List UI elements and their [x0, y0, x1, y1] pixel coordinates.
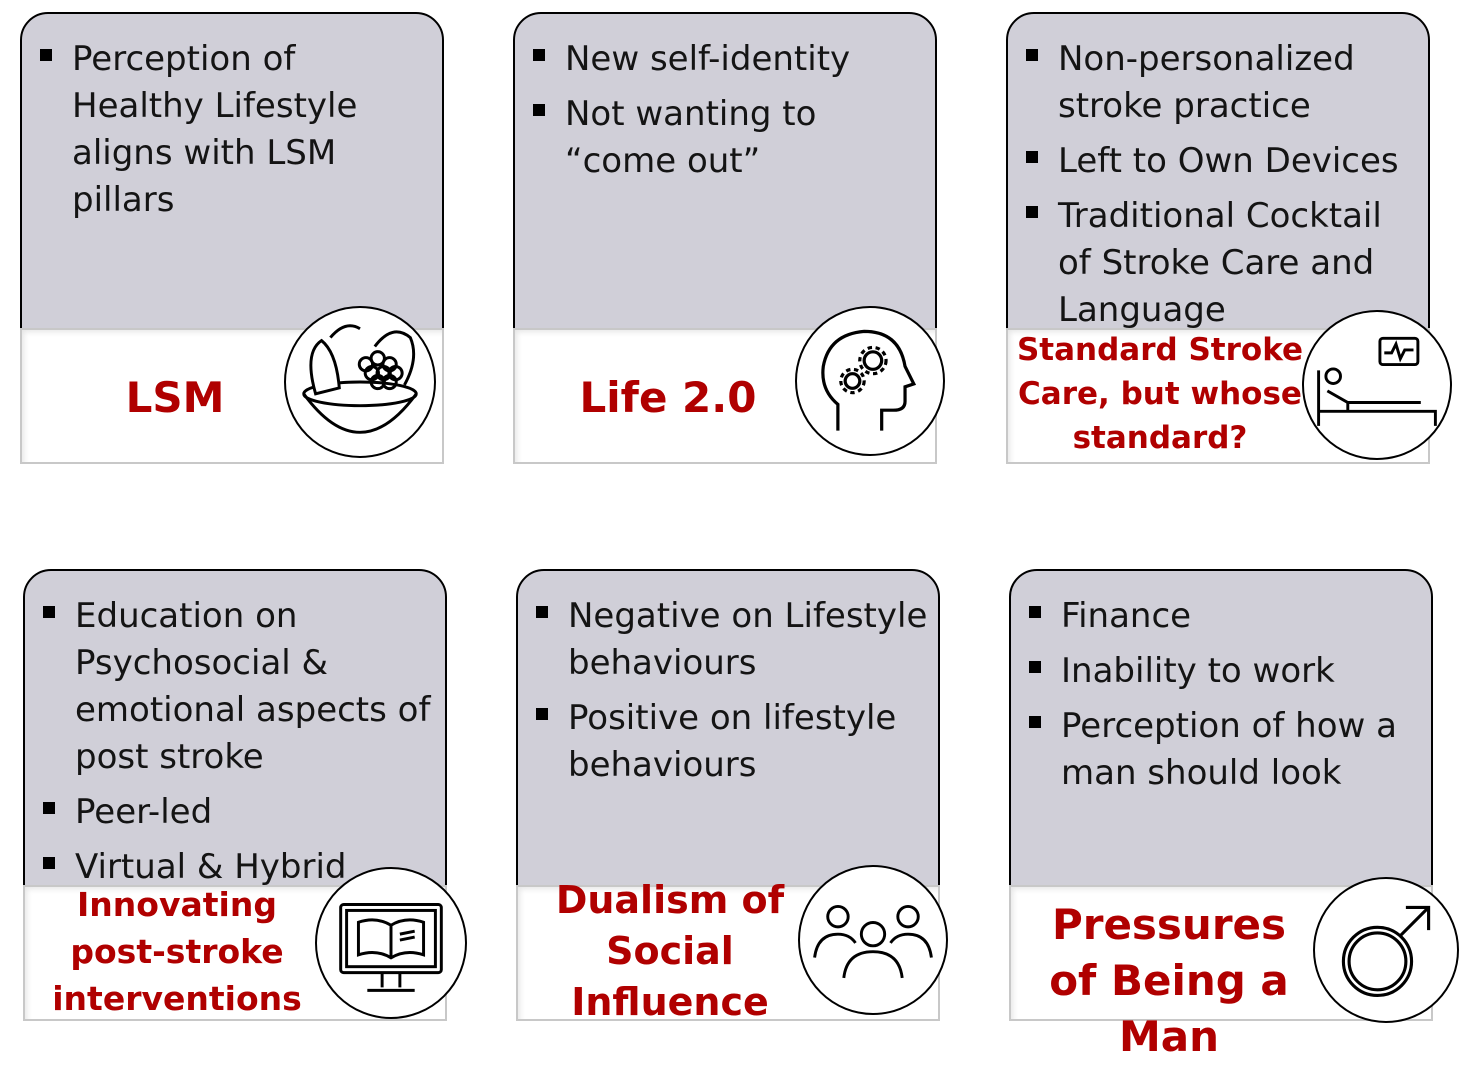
- card-title: Life 2.0: [579, 373, 757, 422]
- bullet-item: Positive on lifestyle behaviours: [532, 695, 930, 789]
- card-title: Pressures of Being a Man: [1049, 900, 1289, 1061]
- male-symbol-icon: [1313, 877, 1459, 1023]
- card-title: LSM: [125, 373, 225, 422]
- bullet-item: Left to Own Devices: [1022, 138, 1420, 185]
- bullet-item: Education on Psychosocial & emotional as…: [39, 593, 437, 781]
- card-body: Perception of Healthy Lifestyle aligns w…: [20, 12, 444, 330]
- theme-card-life: New self-identity Not wanting to “come o…: [513, 12, 945, 464]
- card-title: Standard Stroke Care, but whose standard…: [1016, 332, 1304, 456]
- theme-card-standard-care: Non-personalized stroke practice Left to…: [1006, 12, 1452, 464]
- monitor-book-icon: [315, 867, 467, 1019]
- card-title: Innovating post-stroke interventions: [52, 885, 302, 1018]
- card-body: Finance Inability to work Perception of …: [1009, 569, 1433, 887]
- bullet-list: Education on Psychosocial & emotional as…: [39, 593, 437, 899]
- theme-card-social-influence: Negative on Lifestyle behaviours Positiv…: [516, 569, 948, 1024]
- bullet-item: Non-personalized stroke practice: [1022, 36, 1420, 130]
- fruit-bowl-icon: [284, 306, 436, 458]
- hospital-bed-icon: [1302, 310, 1452, 460]
- card-body: Education on Psychosocial & emotional as…: [23, 569, 447, 887]
- bullet-item: Perception of how a man should look: [1025, 703, 1423, 797]
- bullet-list: Finance Inability to work Perception of …: [1025, 593, 1423, 805]
- bullet-list: Non-personalized stroke practice Left to…: [1022, 36, 1420, 342]
- bullet-list: Negative on Lifestyle behaviours Positiv…: [532, 593, 930, 797]
- head-gears-icon: [795, 306, 945, 456]
- bullet-item: Virtual & Hybrid: [39, 844, 437, 891]
- bullet-item: Peer-led: [39, 789, 437, 836]
- people-group-icon: [798, 865, 948, 1015]
- bullet-item: New self-identity: [529, 36, 927, 83]
- bullet-item: Finance: [1025, 593, 1423, 640]
- bullet-list: Perception of Healthy Lifestyle aligns w…: [36, 36, 434, 232]
- theme-card-lsm: Perception of Healthy Lifestyle aligns w…: [20, 12, 444, 464]
- card-body: Negative on Lifestyle behaviours Positiv…: [516, 569, 940, 887]
- bullet-list: New self-identity Not wanting to “come o…: [529, 36, 927, 193]
- bullet-item: Negative on Lifestyle behaviours: [532, 593, 930, 687]
- bullet-item: Inability to work: [1025, 648, 1423, 695]
- theme-card-innovating: Education on Psychosocial & emotional as…: [23, 569, 467, 1021]
- theme-card-pressures-man: Finance Inability to work Perception of …: [1009, 569, 1459, 1061]
- card-body: Non-personalized stroke practice Left to…: [1006, 12, 1430, 330]
- bullet-item: Traditional Cocktail of Stroke Care and …: [1022, 193, 1420, 334]
- card-body: New self-identity Not wanting to “come o…: [513, 12, 937, 330]
- bullet-item: Not wanting to “come out”: [529, 91, 927, 185]
- bullet-item: Perception of Healthy Lifestyle aligns w…: [36, 36, 434, 224]
- card-title: Dualism of Social Influence: [555, 878, 785, 1024]
